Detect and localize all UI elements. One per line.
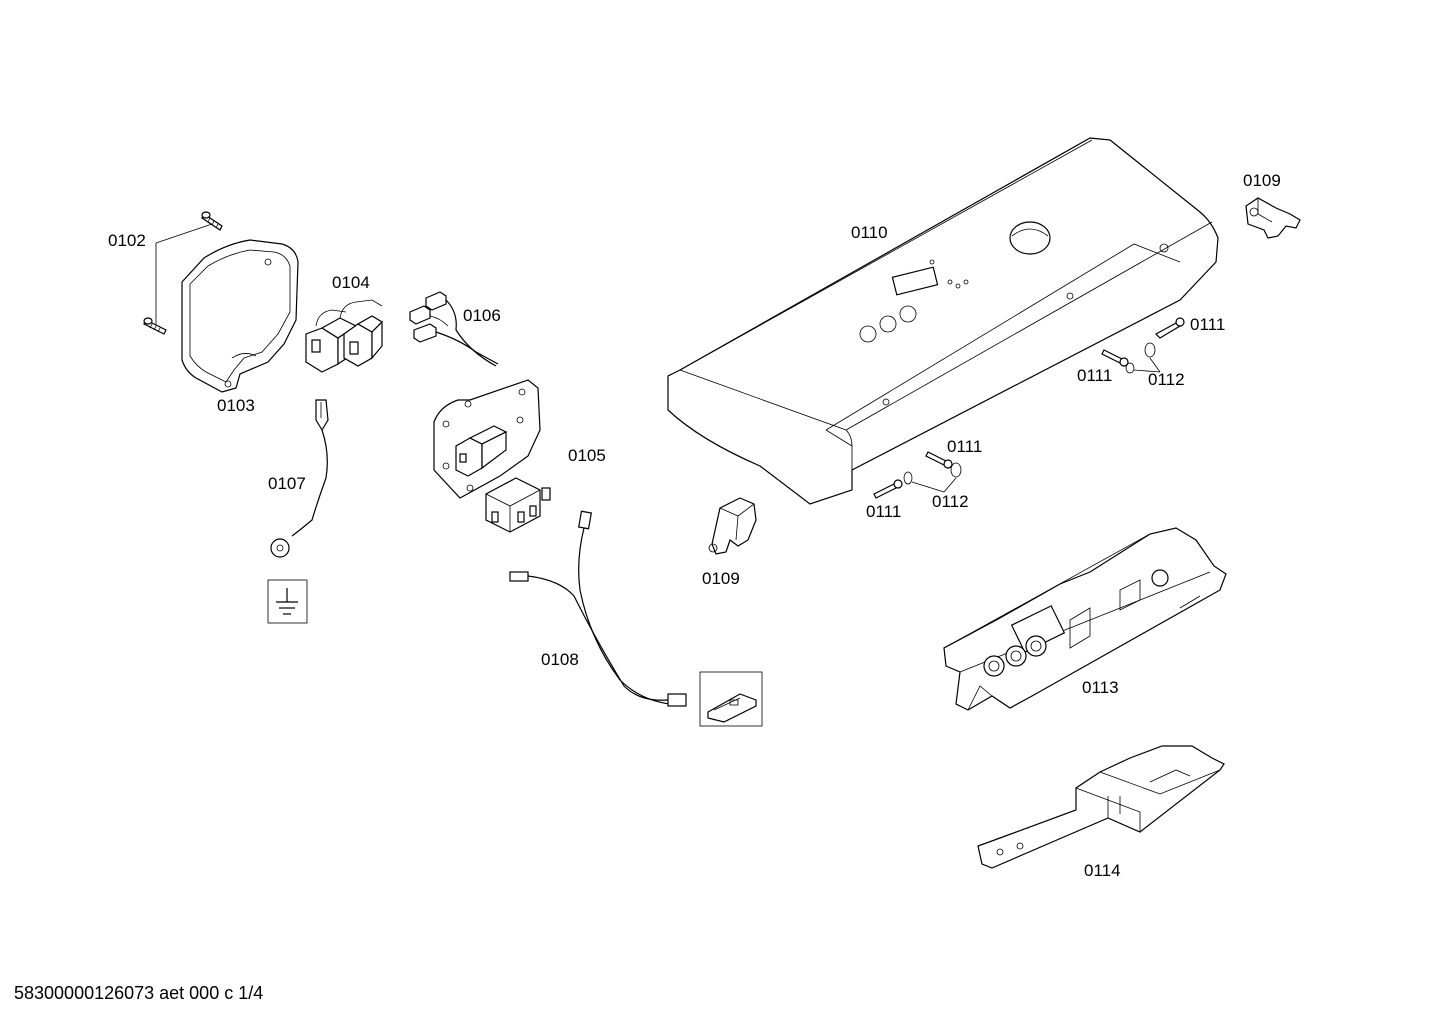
cover-box-0103 [181, 239, 299, 393]
clip-0109-left [708, 497, 757, 555]
label-0111-a: 0111 [1190, 315, 1226, 334]
washers-0112-a [1125, 342, 1161, 374]
label-0107: 0107 [268, 474, 306, 493]
clip-0109-right [1245, 197, 1301, 239]
board-holder-0113 [943, 527, 1227, 711]
label-0102: 0102 [108, 231, 146, 250]
document-id: 58300000126073 aet 000 c 1/4 [14, 983, 264, 1003]
screw-0111-a [1155, 317, 1185, 339]
screw-0111-b [1101, 349, 1129, 367]
label-0109-left: 0109 [702, 569, 740, 588]
mounting-plate [433, 379, 541, 499]
label-0111-c: 0111 [947, 437, 983, 456]
control-panel-0110 [667, 137, 1219, 505]
label-0104: 0104 [332, 273, 370, 292]
screw-0111-d [873, 479, 903, 499]
leader-lines-0102 [155, 223, 213, 325]
relay-0105 [485, 477, 551, 533]
label-0111-d: 0111 [866, 502, 902, 521]
ground-wire-0107 [270, 399, 329, 558]
ground-symbol [267, 579, 308, 624]
label-0114: 0114 [1084, 861, 1121, 880]
label-0108: 0108 [541, 650, 579, 669]
label-0105: 0105 [568, 446, 606, 465]
label-0112-a: 0112 [1148, 370, 1185, 389]
switch-block-0104 [305, 299, 383, 373]
wire-connector-0106 [409, 291, 499, 367]
cable-0108 [509, 510, 687, 707]
label-0109-right: 0109 [1243, 171, 1281, 190]
label-0111-b: 0111 [1077, 366, 1113, 385]
module-inset-0108 [699, 671, 763, 727]
label-0106: 0106 [463, 306, 501, 325]
screw-0111-c [925, 451, 953, 469]
label-0103: 0103 [217, 396, 255, 415]
washers-0112-b [903, 462, 962, 493]
label-0112-b: 0112 [932, 492, 969, 511]
screw-bottom-0102 [143, 317, 167, 335]
label-0113: 0113 [1082, 678, 1119, 697]
screw-top-0102 [201, 211, 223, 231]
label-0110: 0110 [851, 223, 888, 242]
bracket-0114 [977, 745, 1225, 869]
